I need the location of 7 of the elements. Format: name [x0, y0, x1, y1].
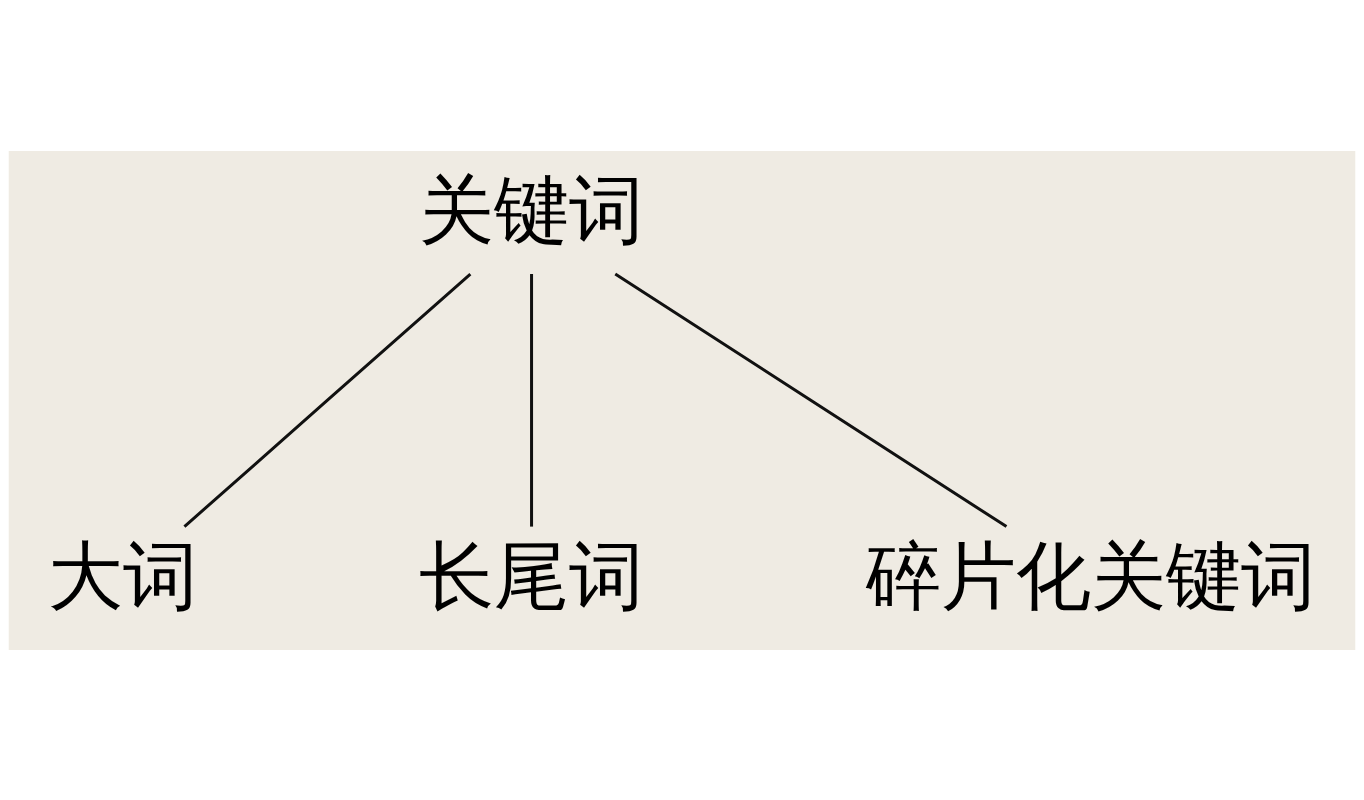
- node-text: 长尾词: [419, 531, 645, 620]
- connector: [614, 272, 1008, 528]
- node-text: 关键词: [419, 165, 645, 254]
- node-text: 碎片化关键词: [865, 531, 1316, 620]
- connector: [183, 272, 472, 528]
- node-text: 大词: [47, 531, 198, 620]
- connector: [530, 273, 534, 527]
